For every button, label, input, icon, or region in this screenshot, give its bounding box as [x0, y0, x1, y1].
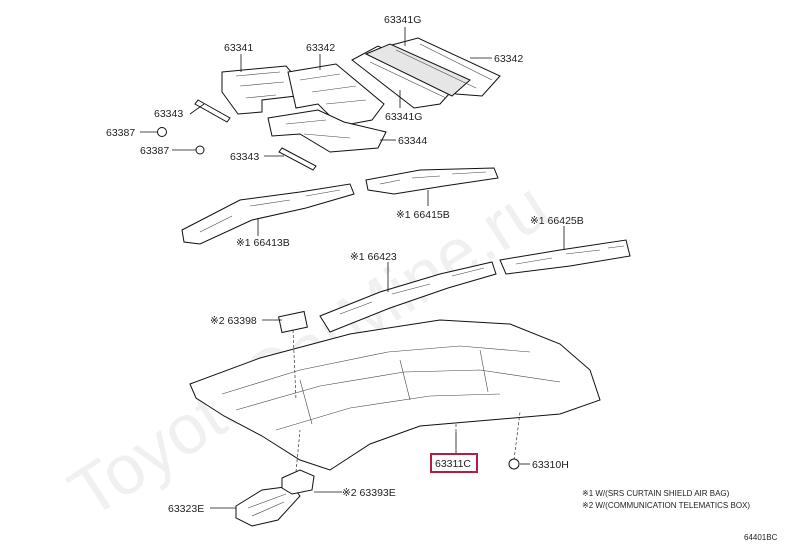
- label-63342-right: 63342: [494, 53, 523, 65]
- part-66415B-bracket: [365, 167, 499, 195]
- label-63341G-top: 63341G: [384, 14, 421, 26]
- label-63311C: 63311C: [435, 458, 471, 470]
- label-63310H: 63310H: [532, 459, 569, 471]
- label-63398: ※2 63398: [210, 315, 257, 327]
- label-63342-left: 63342: [306, 42, 335, 54]
- part-63393E-base: [281, 469, 315, 495]
- label-66415B: ※1 66415B: [396, 209, 450, 221]
- part-63387-clip-a: [157, 127, 167, 137]
- part-63310H-clip: [508, 458, 520, 470]
- part-66425B-bracket: [499, 239, 631, 275]
- label-63323E: 63323E: [168, 503, 204, 515]
- part-63398-cover: [278, 310, 308, 334]
- label-66425B: ※1 66425B: [530, 215, 584, 227]
- label-66413B: ※1 66413B: [236, 237, 290, 249]
- part-63342-pad: [287, 63, 385, 127]
- part-66423-bracket: [319, 261, 497, 333]
- label-63387-b: 63387: [140, 145, 169, 157]
- part-66413B-bracket: [181, 183, 355, 245]
- label-63387-a: 63387: [106, 127, 135, 139]
- label-63393E: ※2 63393E: [342, 487, 396, 499]
- part-63387-clip-b: [195, 145, 205, 155]
- note-telematics: ※2 W/(COMMUNICATION TELEMATICS BOX): [582, 501, 750, 510]
- part-63344-pad: [267, 109, 387, 153]
- label-63343-a: 63343: [154, 108, 183, 120]
- label-63341: 63341: [224, 42, 253, 54]
- part-63343-rod-a: [194, 99, 231, 123]
- part-63341G-strip: [364, 43, 471, 97]
- diagram-code: 64401BC: [744, 533, 778, 542]
- highlight-box-63311C: [430, 453, 478, 473]
- part-63343-rod-b: [278, 147, 317, 171]
- label-66423: ※1 66423: [350, 251, 397, 263]
- label-63343-b: 63343: [230, 151, 259, 163]
- label-63344: 63344: [398, 135, 427, 147]
- part-63311C-headliner: [189, 319, 601, 471]
- note-srs-airbag: ※1 W/(SRS CURTAIN SHIELD AIR BAG): [582, 489, 730, 498]
- label-63341G-bottom: 63341G: [385, 111, 422, 123]
